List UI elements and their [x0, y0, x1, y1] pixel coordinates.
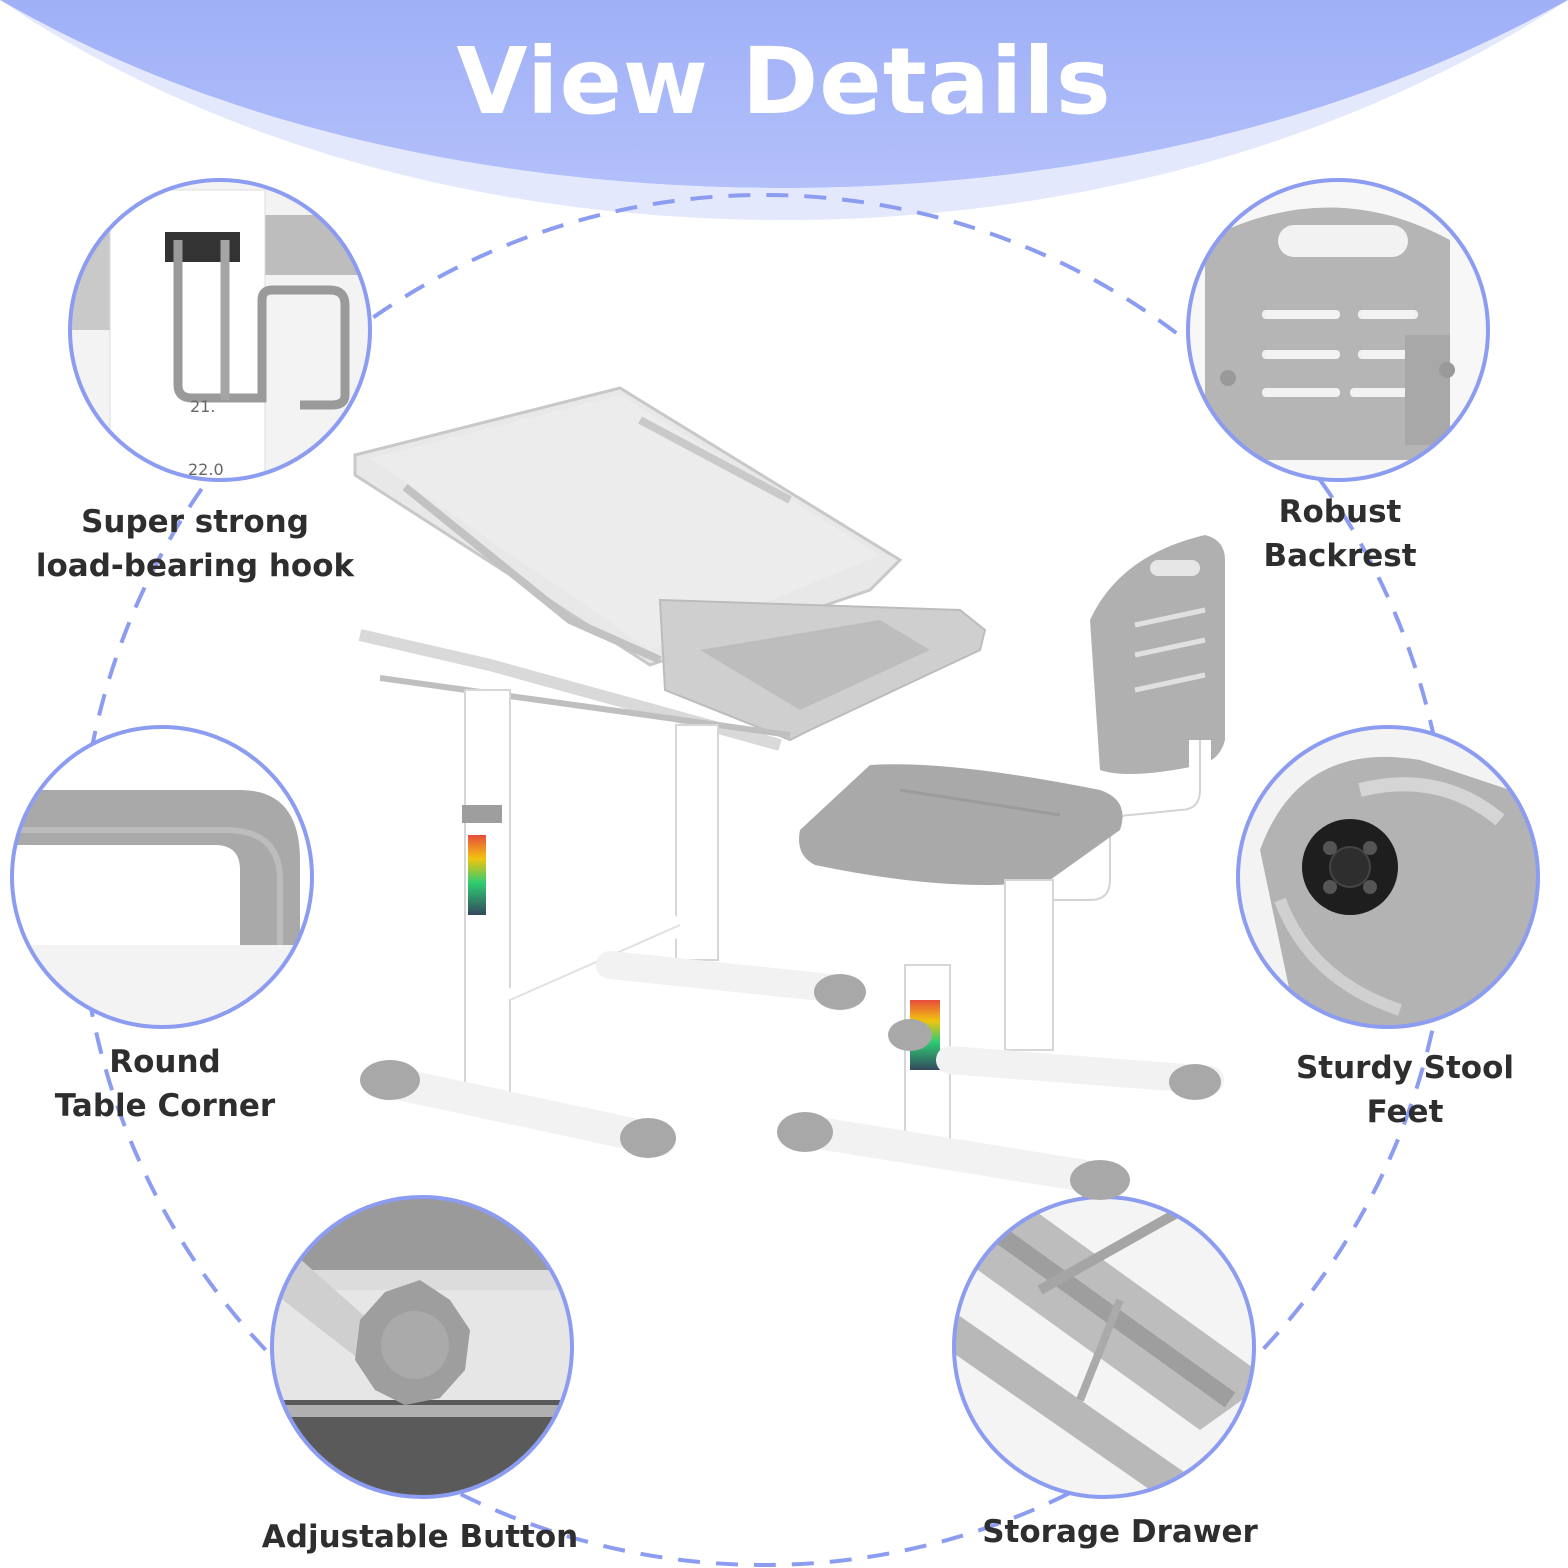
label-button: Adjustable Button — [261, 1519, 579, 1555]
page-title: View Details — [456, 28, 1112, 135]
label-corner: Round Table Corner — [54, 1044, 276, 1124]
label-backrest: Robust Backrest — [1263, 494, 1417, 574]
backrest-detail-photo — [1188, 180, 1488, 480]
hook-scale-lower: 22.0 — [188, 460, 224, 479]
hook-detail-photo: 21. 22.0 — [70, 180, 370, 480]
drawer-detail-photo — [954, 1197, 1254, 1497]
label-feet: Sturdy Stool Feet — [1295, 1050, 1515, 1130]
feet-detail-photo — [1238, 727, 1538, 1027]
hook-scale-upper: 21. — [190, 397, 215, 416]
label-hook: Super strong load-bearing hook — [35, 504, 355, 584]
label-drawer: Storage Drawer — [982, 1514, 1258, 1550]
